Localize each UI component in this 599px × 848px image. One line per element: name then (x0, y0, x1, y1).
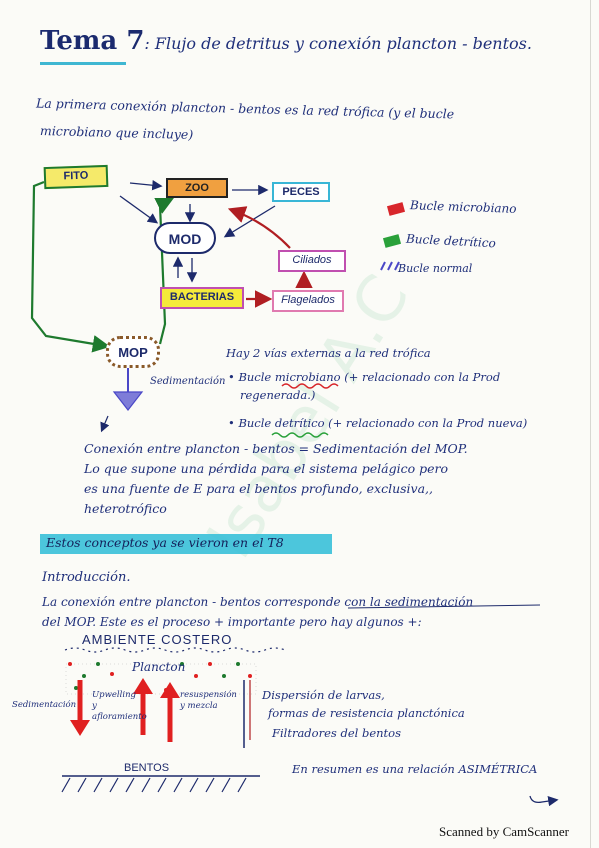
extras-line-1: Dispersión de larvas, (262, 688, 385, 702)
extras-line-2: formas de resistencia planctónica (268, 706, 465, 720)
introduccion-line-1: La conexión entre plancton - bentos corr… (42, 595, 474, 609)
sketch-plancton: Plancton (132, 660, 186, 674)
conexion-line-1: Conexión entre plancton - bentos = Sedim… (84, 441, 468, 456)
highlight-band (40, 534, 332, 554)
sedimentacion-label: Sedimentación (150, 376, 226, 387)
conexion-line-3: es una fuente de E para el bentos profun… (84, 481, 433, 496)
page-title: Tema 7: Flujo de detritus y conexión pla… (40, 26, 532, 56)
sketch-upwelling: Upwelling y afloramiento (92, 690, 147, 722)
title-rest: : Flujo de detritus y conexión plancton … (144, 34, 532, 53)
node-fito: FITO (43, 164, 109, 190)
node-flagelados: Flagelados (272, 290, 344, 312)
title-prefix: Tema 7 (40, 26, 145, 56)
node-ciliados: Ciliados (278, 250, 346, 272)
node-mod: MOD (154, 222, 216, 254)
vias-bullet-1a: • Bucle microbiano (+ relacionado con la… (228, 370, 501, 384)
title-underline (40, 62, 126, 65)
sketch-resuspension: resuspensión y mezcla (180, 690, 237, 711)
extras-line-3: Filtradores del bentos (272, 726, 401, 740)
conexion-line-4: heterotrófico (84, 501, 167, 516)
legend-normal: Bucle normal (398, 262, 473, 275)
introduccion-heading: Introducción. (42, 570, 131, 585)
page-edge (590, 0, 591, 848)
sketch-sedimentacion: Sedimentación (12, 700, 77, 710)
node-zoo: ZOO (166, 178, 228, 198)
scanner-footer: Scanned by CamScanner (439, 824, 569, 839)
conexion-line-2: Lo que supone una pérdida para el sistem… (84, 461, 448, 476)
introduccion-line-2: del MOP. Este es el proceso + importante… (42, 615, 422, 629)
highlight-note: Estos conceptos ya se vieron en el T8 (46, 535, 284, 550)
node-peces: PECES (272, 182, 330, 202)
node-mop: MOP (106, 336, 160, 368)
sketch-bentos: BENTOS (124, 762, 170, 774)
sketch-ambiente-costero: AMBIENTE COSTERO (82, 632, 233, 647)
vias-bullet-2: • Bucle detrítico (+ relacionado con la … (228, 416, 528, 430)
node-bacterias: BACTERIAS (160, 287, 244, 309)
resumen-text: En resumen es una relación ASIMÉTRICA (292, 762, 538, 776)
vias-heading: Hay 2 vías externas a la red trófica (226, 346, 431, 360)
vias-bullet-1b: regenerada.) (240, 388, 316, 402)
